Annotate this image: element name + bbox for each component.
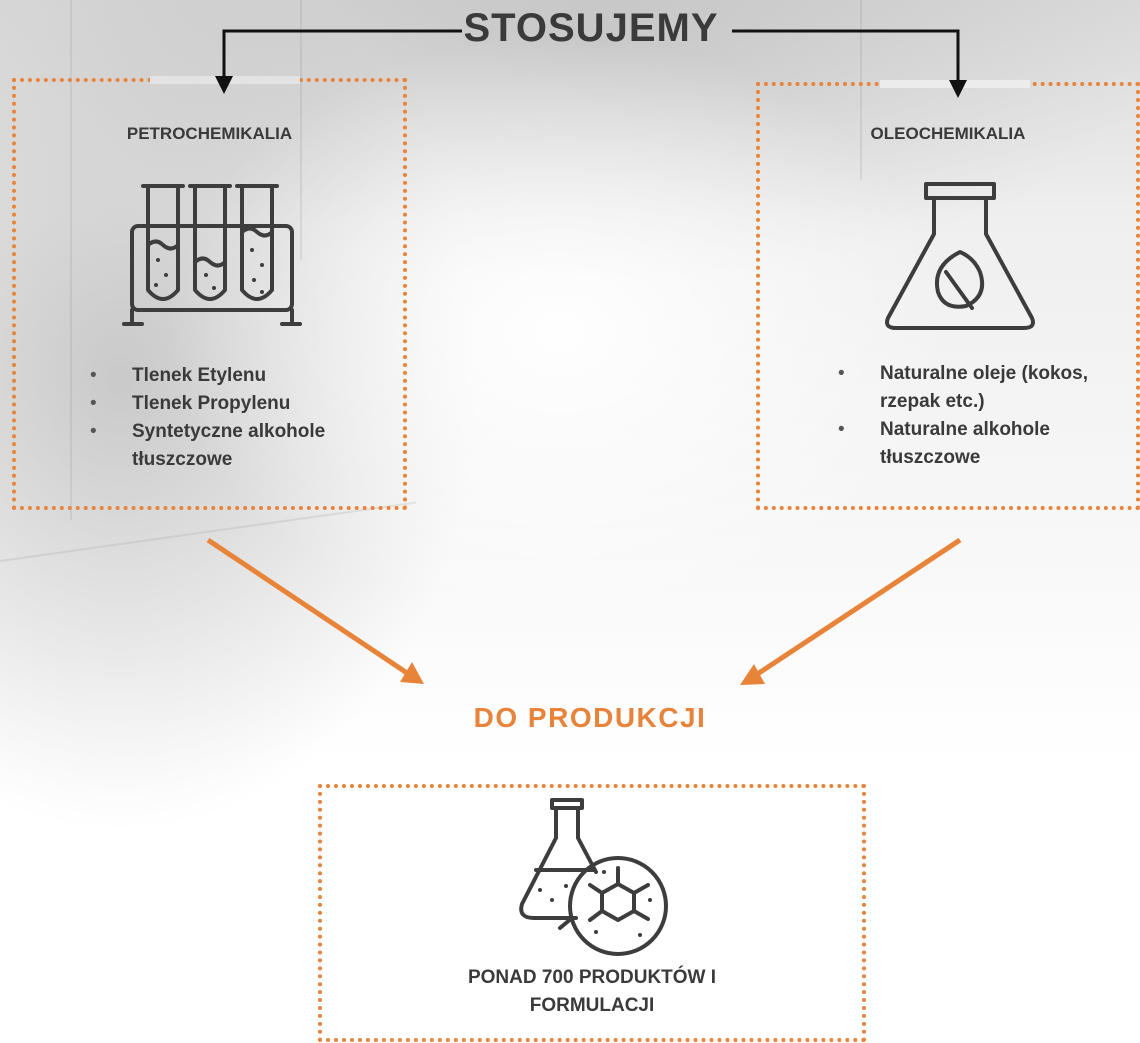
connector-left (222, 29, 462, 78)
bullet: • (90, 365, 97, 386)
production-title: DO PRODUKCJI (473, 702, 707, 733)
products-box (318, 784, 866, 1042)
arrowhead-left (215, 76, 233, 94)
petrochemicals-title: PETROCHEMIKALIA (126, 124, 293, 143)
oleochemicals-title: OLEOCHEMIKALIA (870, 124, 1026, 143)
bullet: • (838, 419, 845, 440)
background-structure (70, 0, 72, 520)
orange-arrow-left (206, 537, 412, 678)
list-item-text: Naturalne oleje (kokos, rzepak etc.) (880, 363, 1089, 412)
oleochemicals-list: • Naturalne oleje (kokos, rzepak etc.) • N… (838, 360, 1138, 472)
orange-arrow-right (754, 537, 962, 678)
orange-arrowhead-right (740, 664, 765, 685)
list-item-text: Tlenek Etylenu (132, 365, 267, 386)
list-item: • Naturalne alkohole tłuszczowe (838, 416, 1110, 472)
petrochemicals-list: • Tlenek Etylenu • Tlenek Propylenu • Synte… (90, 362, 390, 474)
products-caption-line2: FORMULACJI (529, 995, 655, 1016)
arrowhead-right (949, 80, 967, 98)
products-caption: PONAD 700 PRODUKTÓW I FORMULACJI (318, 964, 866, 1020)
list-item-text: Tlenek Propylenu (132, 393, 291, 414)
page-title: STOSUJEMY (463, 6, 719, 50)
background-structure (300, 0, 302, 260)
orange-arrowhead-left (400, 662, 424, 684)
list-item-text: Syntetyczne alkohole tłuszczowe (132, 421, 326, 470)
list-item: • Tlenek Propylenu (90, 390, 390, 418)
bullet: • (90, 393, 97, 414)
list-item: • Syntetyczne alkohole tłuszczowe (90, 418, 392, 474)
list-item-text: Naturalne alkohole tłuszczowe (880, 419, 1050, 468)
list-item: • Tlenek Etylenu (90, 362, 390, 390)
bullet: • (838, 363, 845, 384)
background-structure (860, 0, 862, 180)
list-item: • Naturalne oleje (kokos, rzepak etc.) (838, 360, 1110, 416)
products-caption-line1: PONAD 700 PRODUKTÓW I (467, 967, 717, 988)
connector-right (732, 29, 960, 82)
bullet: • (90, 421, 97, 442)
